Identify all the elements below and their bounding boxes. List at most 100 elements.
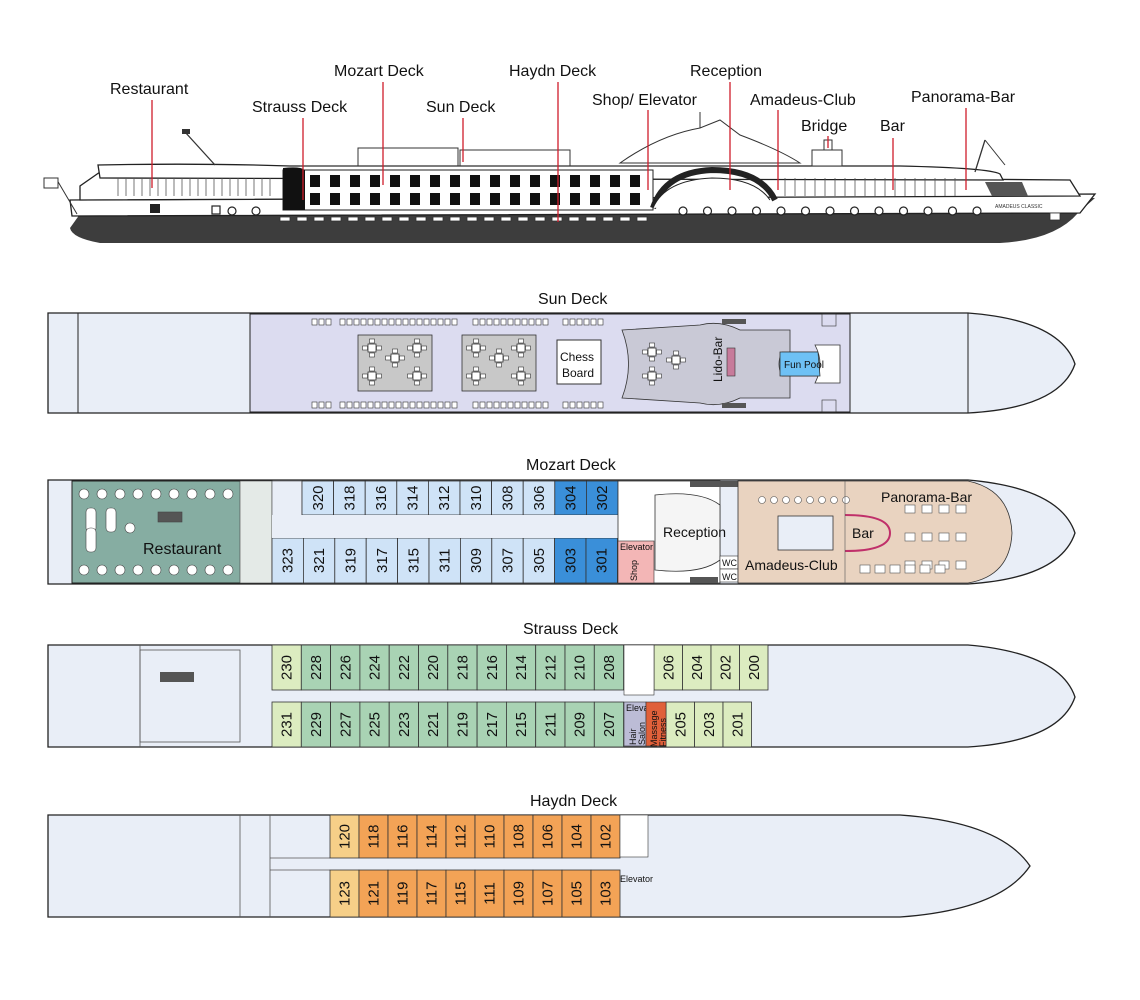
cabin-number: 306 [531, 485, 548, 510]
cabin-number: 203 [701, 712, 718, 737]
cabin-311 [428, 537, 461, 584]
lounge-table [874, 564, 886, 574]
chair [407, 373, 413, 379]
chair [480, 373, 486, 379]
porthole [727, 206, 737, 216]
lounger [346, 401, 353, 409]
lounger [311, 318, 318, 326]
chair [376, 373, 382, 379]
lounger [493, 401, 500, 409]
hull-window [466, 216, 478, 222]
cabin-number: 319 [343, 548, 360, 573]
cabin-112 [445, 814, 476, 859]
chess-board-line2: Board [562, 366, 594, 380]
cabin-219 [447, 701, 478, 748]
cabin-316 [364, 480, 398, 516]
lounger [597, 401, 604, 409]
hull-window [415, 216, 427, 222]
porthole [251, 206, 261, 216]
chair [496, 348, 502, 354]
window [410, 193, 420, 205]
cabin-number: 323 [280, 548, 297, 573]
hull-window [381, 216, 393, 222]
hull-window [500, 216, 512, 222]
window [330, 193, 340, 205]
chair [466, 345, 472, 351]
label-sun-deck: Sun Deck [426, 99, 496, 116]
cabin-114 [416, 814, 447, 859]
chair [656, 349, 662, 355]
chair [642, 373, 648, 379]
window [390, 193, 400, 205]
lounge-seat [818, 496, 826, 504]
hull-window [534, 216, 546, 222]
lounger [423, 318, 430, 326]
lounger [576, 401, 583, 409]
cabin-123 [329, 869, 360, 918]
hull-window [398, 216, 410, 222]
window [350, 175, 360, 187]
chair [369, 338, 375, 344]
porthole [972, 206, 982, 216]
window [470, 175, 480, 187]
chair [656, 373, 662, 379]
table [367, 343, 377, 353]
round-table [222, 488, 234, 500]
window [610, 193, 620, 205]
cabin-number: 105 [569, 881, 586, 906]
cabin-number: 112 [453, 825, 470, 849]
lounger [360, 401, 367, 409]
lounger [437, 318, 444, 326]
cabin-windows [310, 175, 640, 205]
chair [525, 373, 531, 379]
round-table [186, 488, 198, 500]
cabin-214 [505, 644, 537, 691]
cabin-number: 202 [717, 655, 734, 680]
window [530, 175, 540, 187]
lounger [500, 401, 507, 409]
porthole [227, 206, 237, 216]
cabin-107 [532, 869, 563, 918]
lounger [353, 401, 360, 409]
cabin-201 [722, 701, 752, 748]
ship-name: AMADEUS CLASSIC [995, 204, 1043, 210]
lounge-seat [794, 496, 802, 504]
cabin-305 [522, 537, 556, 584]
hull-window [483, 216, 495, 222]
porthole [776, 206, 786, 216]
cabin-number: 214 [513, 655, 530, 680]
chair [407, 345, 413, 351]
lounge-seat [782, 496, 790, 504]
table [647, 371, 657, 381]
chair [666, 357, 672, 363]
cabin-number: 220 [425, 655, 442, 680]
lounger [444, 318, 451, 326]
chair [673, 350, 679, 356]
hull-window [296, 216, 308, 222]
lounge-table [921, 504, 933, 514]
label-mozart-deck: Mozart Deck [334, 63, 425, 80]
porthole [849, 206, 860, 216]
chair [649, 356, 655, 362]
window [590, 175, 600, 187]
cabin-number: 115 [453, 882, 470, 906]
cabin-227 [330, 701, 361, 748]
cabin-number: 318 [341, 485, 358, 510]
wc-label-1: WC [722, 558, 737, 568]
lounger [528, 401, 535, 409]
lounger [514, 401, 521, 409]
hull-window [602, 216, 614, 222]
cabin-number: 226 [337, 655, 354, 680]
cabin-number: 212 [542, 655, 559, 680]
lounge-table [938, 532, 950, 542]
cabin-number: 228 [308, 655, 325, 680]
cabin-202 [710, 644, 740, 691]
cabin-number: 106 [540, 824, 557, 849]
lounger [423, 401, 430, 409]
table [516, 371, 526, 381]
chess-board-line1: Chess [560, 350, 594, 364]
lounger [402, 401, 409, 409]
